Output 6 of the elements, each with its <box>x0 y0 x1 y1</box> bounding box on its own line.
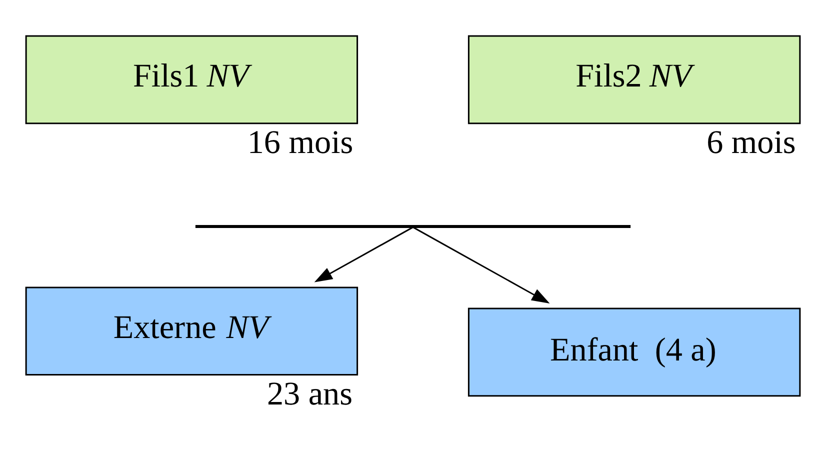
arrow <box>412 226 550 304</box>
node-label: 16 mois <box>247 124 354 161</box>
arrow <box>314 226 414 282</box>
node-bar <box>195 225 631 228</box>
node-label: 6 mois <box>706 124 796 161</box>
node-label: 23 ans <box>266 375 352 412</box>
